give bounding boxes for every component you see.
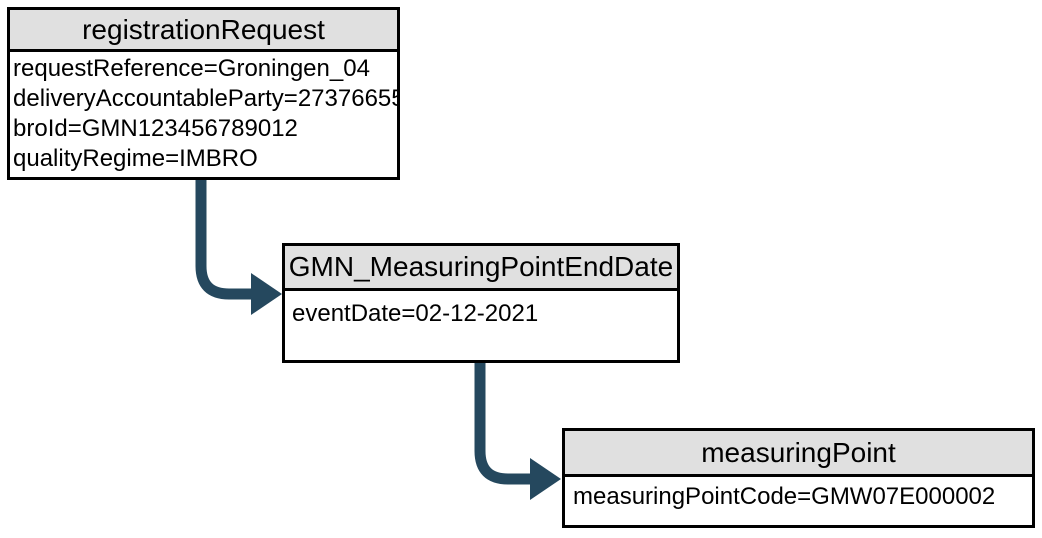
node-registration-request: registrationRequest requestReference=Gro… (7, 7, 400, 180)
connector-registration-request-to-end-date (195, 177, 282, 315)
attribute-measuring-point-code: measuringPointCode=GMW07E000002 (573, 483, 996, 510)
connector-end-date-to-measuring-point (474, 359, 561, 500)
arrowhead-icon (530, 458, 561, 500)
node-measuring-point: measuringPoint measuringPointCode=GMW07E… (562, 428, 1035, 528)
node-measuring-point-attributes: measuringPointCode=GMW07E000002 (565, 477, 1032, 525)
attribute-request-reference: requestReference=Groningen_04 (13, 55, 370, 82)
node-registration-request-title: registrationRequest (10, 10, 397, 52)
arrowhead-icon (251, 273, 282, 315)
node-gmn-measuring-point-end-date-title: GMN_MeasuringPointEndDate (285, 246, 677, 291)
elbow-line (195, 177, 252, 300)
node-gmn-measuring-point-end-date: GMN_MeasuringPointEndDate eventDate=02-1… (282, 243, 680, 363)
attribute-bro-id: broId=GMN123456789012 (13, 115, 298, 142)
attribute-delivery-accountable-party: deliveryAccountableParty=27376655 (13, 85, 397, 112)
attribute-quality-regime: qualityRegime=IMBRO (13, 145, 258, 172)
node-registration-request-attributes: requestReference=Groningen_04 deliveryAc… (10, 52, 397, 177)
elbow-line (474, 359, 531, 485)
node-measuring-point-title: measuringPoint (565, 431, 1032, 477)
attribute-event-date: eventDate=02-12-2021 (292, 300, 539, 327)
node-gmn-measuring-point-end-date-attributes: eventDate=02-12-2021 (285, 291, 677, 360)
